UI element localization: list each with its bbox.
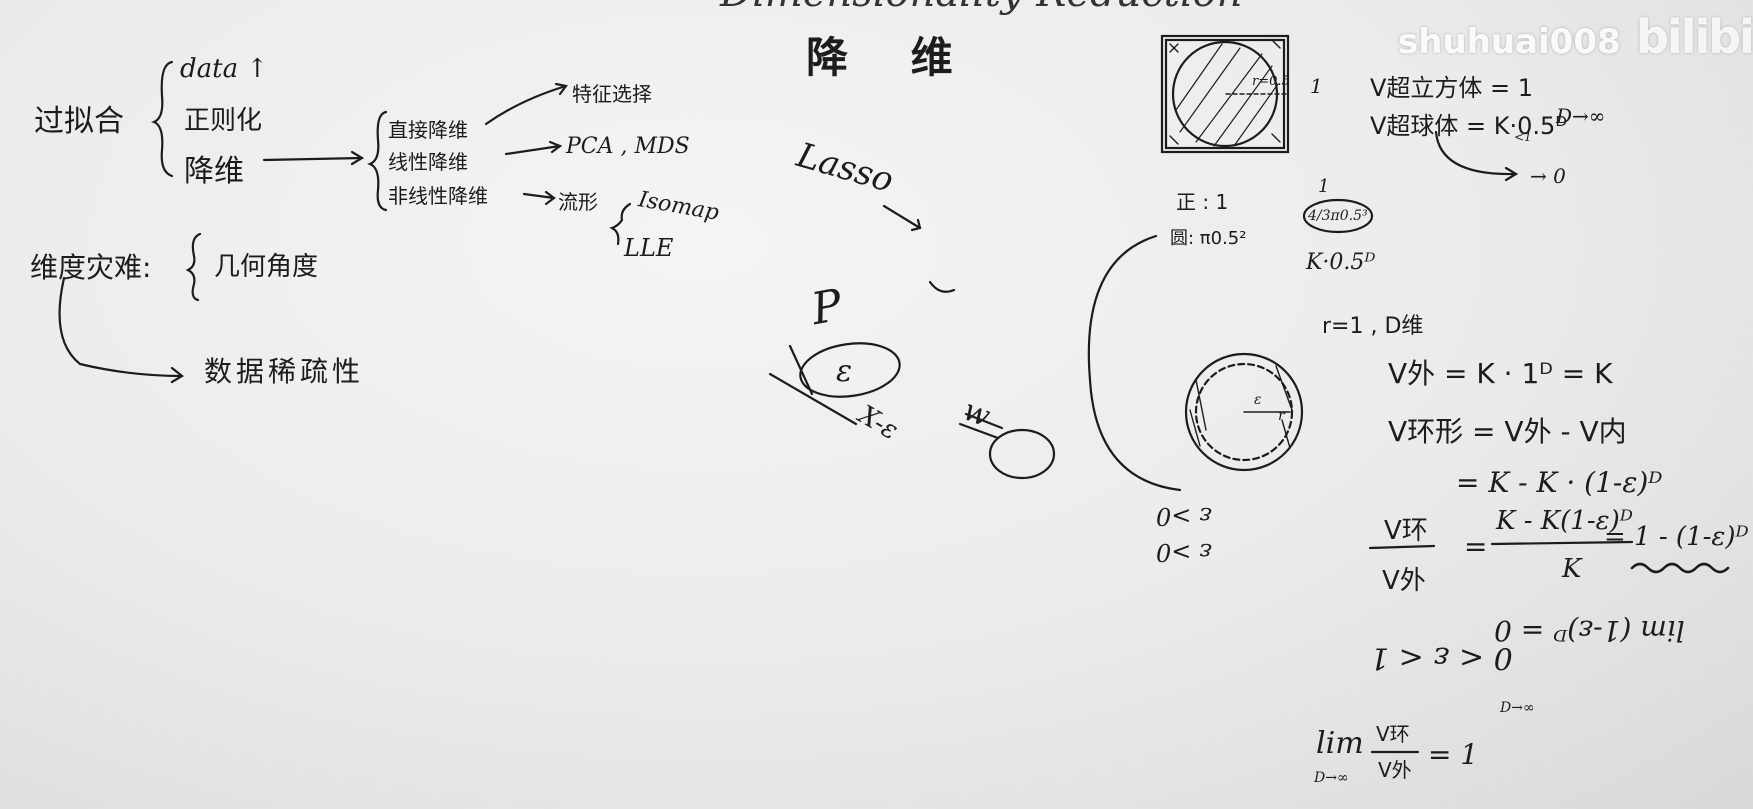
item-data: data ↑ <box>180 54 269 84</box>
curse-sparsity: 数据稀疏性 <box>204 355 365 388</box>
r-half-label: r=0.5 <box>1252 74 1290 89</box>
limit-two-denominator: V外 <box>1378 758 1412 782</box>
manifold-isomap: Isomap <box>636 187 721 226</box>
epsilon-range: 0 < ε < 1 <box>1370 640 1513 675</box>
bilibili-logo: bilibili <box>1636 10 1753 64</box>
to-zero: → 0 <box>1530 164 1566 188</box>
p-symbol: P <box>807 279 846 336</box>
limit-two-sub: D→∞ <box>1314 770 1349 786</box>
ratio-denominator: V外 <box>1382 566 1426 596</box>
d-to-inf: D→∞ <box>1556 104 1606 128</box>
method-direct: 直接降维 <box>388 118 468 142</box>
r-one-d-dim: r=1 , D维 <box>1322 314 1424 339</box>
lt-one-note: <1 <box>1514 130 1532 144</box>
eps-positive-note-2: ε >0 <box>1156 538 1212 566</box>
ring-r-label: r <box>1278 408 1285 424</box>
v-hypercube: V超立方体 = 1 <box>1370 74 1534 102</box>
method-nonlinear: 非线性降维 <box>388 184 488 208</box>
one-top-label: 1 <box>1318 176 1330 197</box>
curse-geometric: 几何角度 <box>214 252 319 282</box>
limit-one-sub: D→∞ <box>1500 700 1535 716</box>
curse-label: 维度灾难: <box>30 251 152 284</box>
limit-two-numerator: V环 <box>1376 722 1410 746</box>
lasso-text: Lasso <box>792 135 898 201</box>
epsilon-circled: ε <box>836 354 853 389</box>
overfitting-label: 过拟合 <box>34 104 124 139</box>
target-manifold: 流形 <box>558 190 598 214</box>
eps-positive-note-1: ε >0 <box>1156 502 1212 530</box>
partial-top-heading: Dimensionality Reduction <box>720 0 1242 16</box>
limit-two-result: = 1 <box>1428 738 1479 771</box>
ratio-numerator: V环 <box>1384 516 1428 546</box>
v-outer-formula: V外 = K · 1ᴰ = K <box>1388 357 1613 390</box>
limit-two: lim <box>1316 726 1364 761</box>
x-minus-eps: X-ε <box>853 399 904 447</box>
manifold-lle: LLE <box>624 234 674 262</box>
method-linear: 线性降维 <box>388 150 468 174</box>
item-regularization: 正则化 <box>184 106 263 136</box>
target-feature-selection: 特征选择 <box>572 82 652 106</box>
item-dim-reduction: 降维 <box>184 154 244 189</box>
watermark-username: shuhuai008 <box>1398 22 1621 62</box>
ratio-equals: = <box>1464 530 1488 563</box>
side-one-label: 1 <box>1310 74 1323 98</box>
square-area-label: 正 : 1 <box>1176 190 1229 214</box>
title-jiangwei: 降 维 <box>806 33 977 82</box>
ratio-numerator-2: K - K(1-ε)ᴰ <box>1496 506 1633 536</box>
v-ring-formula: V环形 = V外 - V内 <box>1388 415 1627 448</box>
v-hypersphere: V超球体 = K·0.5ᴰ <box>1370 112 1567 140</box>
circle-area-label: 圆: π0.5² <box>1170 228 1247 249</box>
sphere3-label: 4/3π0.5³ <box>1308 208 1368 224</box>
w-scribble: w <box>958 392 995 435</box>
ratio-result: = 1 - (1-ε)ᴰ <box>1604 522 1749 552</box>
limit-one: lim (1-ε)ᴰ = 0 <box>1494 614 1685 647</box>
target-pca-mds: PCA , MDS <box>566 134 690 159</box>
ring-eps-label: ε <box>1254 392 1262 408</box>
v-ring-formula-2: = K - K · (1-ε)ᴰ <box>1456 466 1663 499</box>
general-volume-label: K·0.5ᴰ <box>1306 250 1376 275</box>
ratio-denominator-2: K <box>1562 554 1582 584</box>
